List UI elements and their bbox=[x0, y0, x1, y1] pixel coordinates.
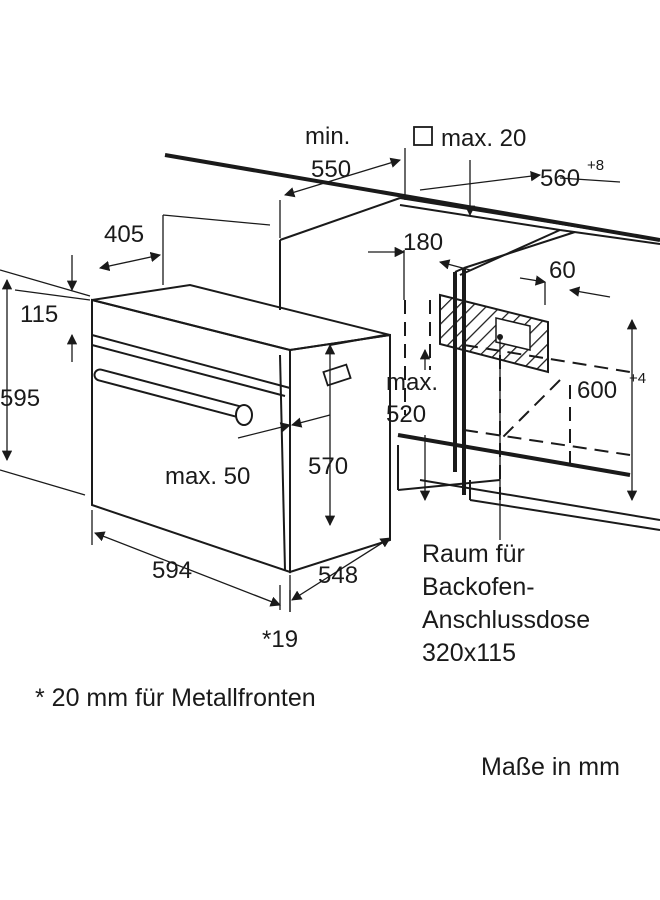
dim-594: 594 bbox=[152, 557, 192, 584]
socket-note-line-4: 320x115 bbox=[422, 639, 517, 667]
dimension-lines bbox=[0, 148, 638, 612]
dim-max-50: max. 50 bbox=[165, 463, 250, 490]
socket-note-line-2: Backofen- bbox=[422, 573, 535, 601]
dim-600: 600 bbox=[577, 377, 617, 404]
socket-note-line-1: Raum für bbox=[422, 540, 525, 568]
dim-560-tolerance: +8 bbox=[587, 157, 604, 174]
dim-570: 570 bbox=[308, 453, 348, 480]
countertop bbox=[164, 153, 660, 242]
dim-180: 180 bbox=[403, 229, 443, 256]
footnote: * 20 mm für Metallfronten bbox=[35, 684, 316, 712]
dim-min-label: min. bbox=[305, 123, 350, 150]
dim-115: 115 bbox=[20, 301, 58, 328]
square-symbol-icon bbox=[413, 126, 433, 146]
dim-max-20: max. 20 bbox=[441, 125, 526, 152]
socket-area bbox=[439, 293, 549, 374]
dim-max-label: max. bbox=[386, 369, 438, 396]
oven bbox=[91, 283, 391, 574]
dim-405: 405 bbox=[104, 221, 144, 248]
socket-note-line-3: Anschlussdose bbox=[422, 606, 591, 634]
oven-handle bbox=[93, 368, 253, 426]
units-note: Maße in mm bbox=[481, 753, 620, 781]
dim-560: 560 bbox=[540, 165, 580, 192]
dim-60: 60 bbox=[549, 257, 576, 284]
dim-595: 595 bbox=[0, 385, 40, 412]
dim-550: 550 bbox=[311, 156, 351, 183]
dim-600-tolerance: +4 bbox=[629, 370, 646, 387]
cabinet-niche bbox=[279, 197, 660, 531]
dim-19: *19 bbox=[262, 626, 298, 653]
dimension-labels: 405 115 595 594 548 *19 570 max. 50 min.… bbox=[0, 123, 646, 653]
dim-548: 548 bbox=[318, 562, 358, 589]
dim-520: 520 bbox=[386, 401, 426, 428]
